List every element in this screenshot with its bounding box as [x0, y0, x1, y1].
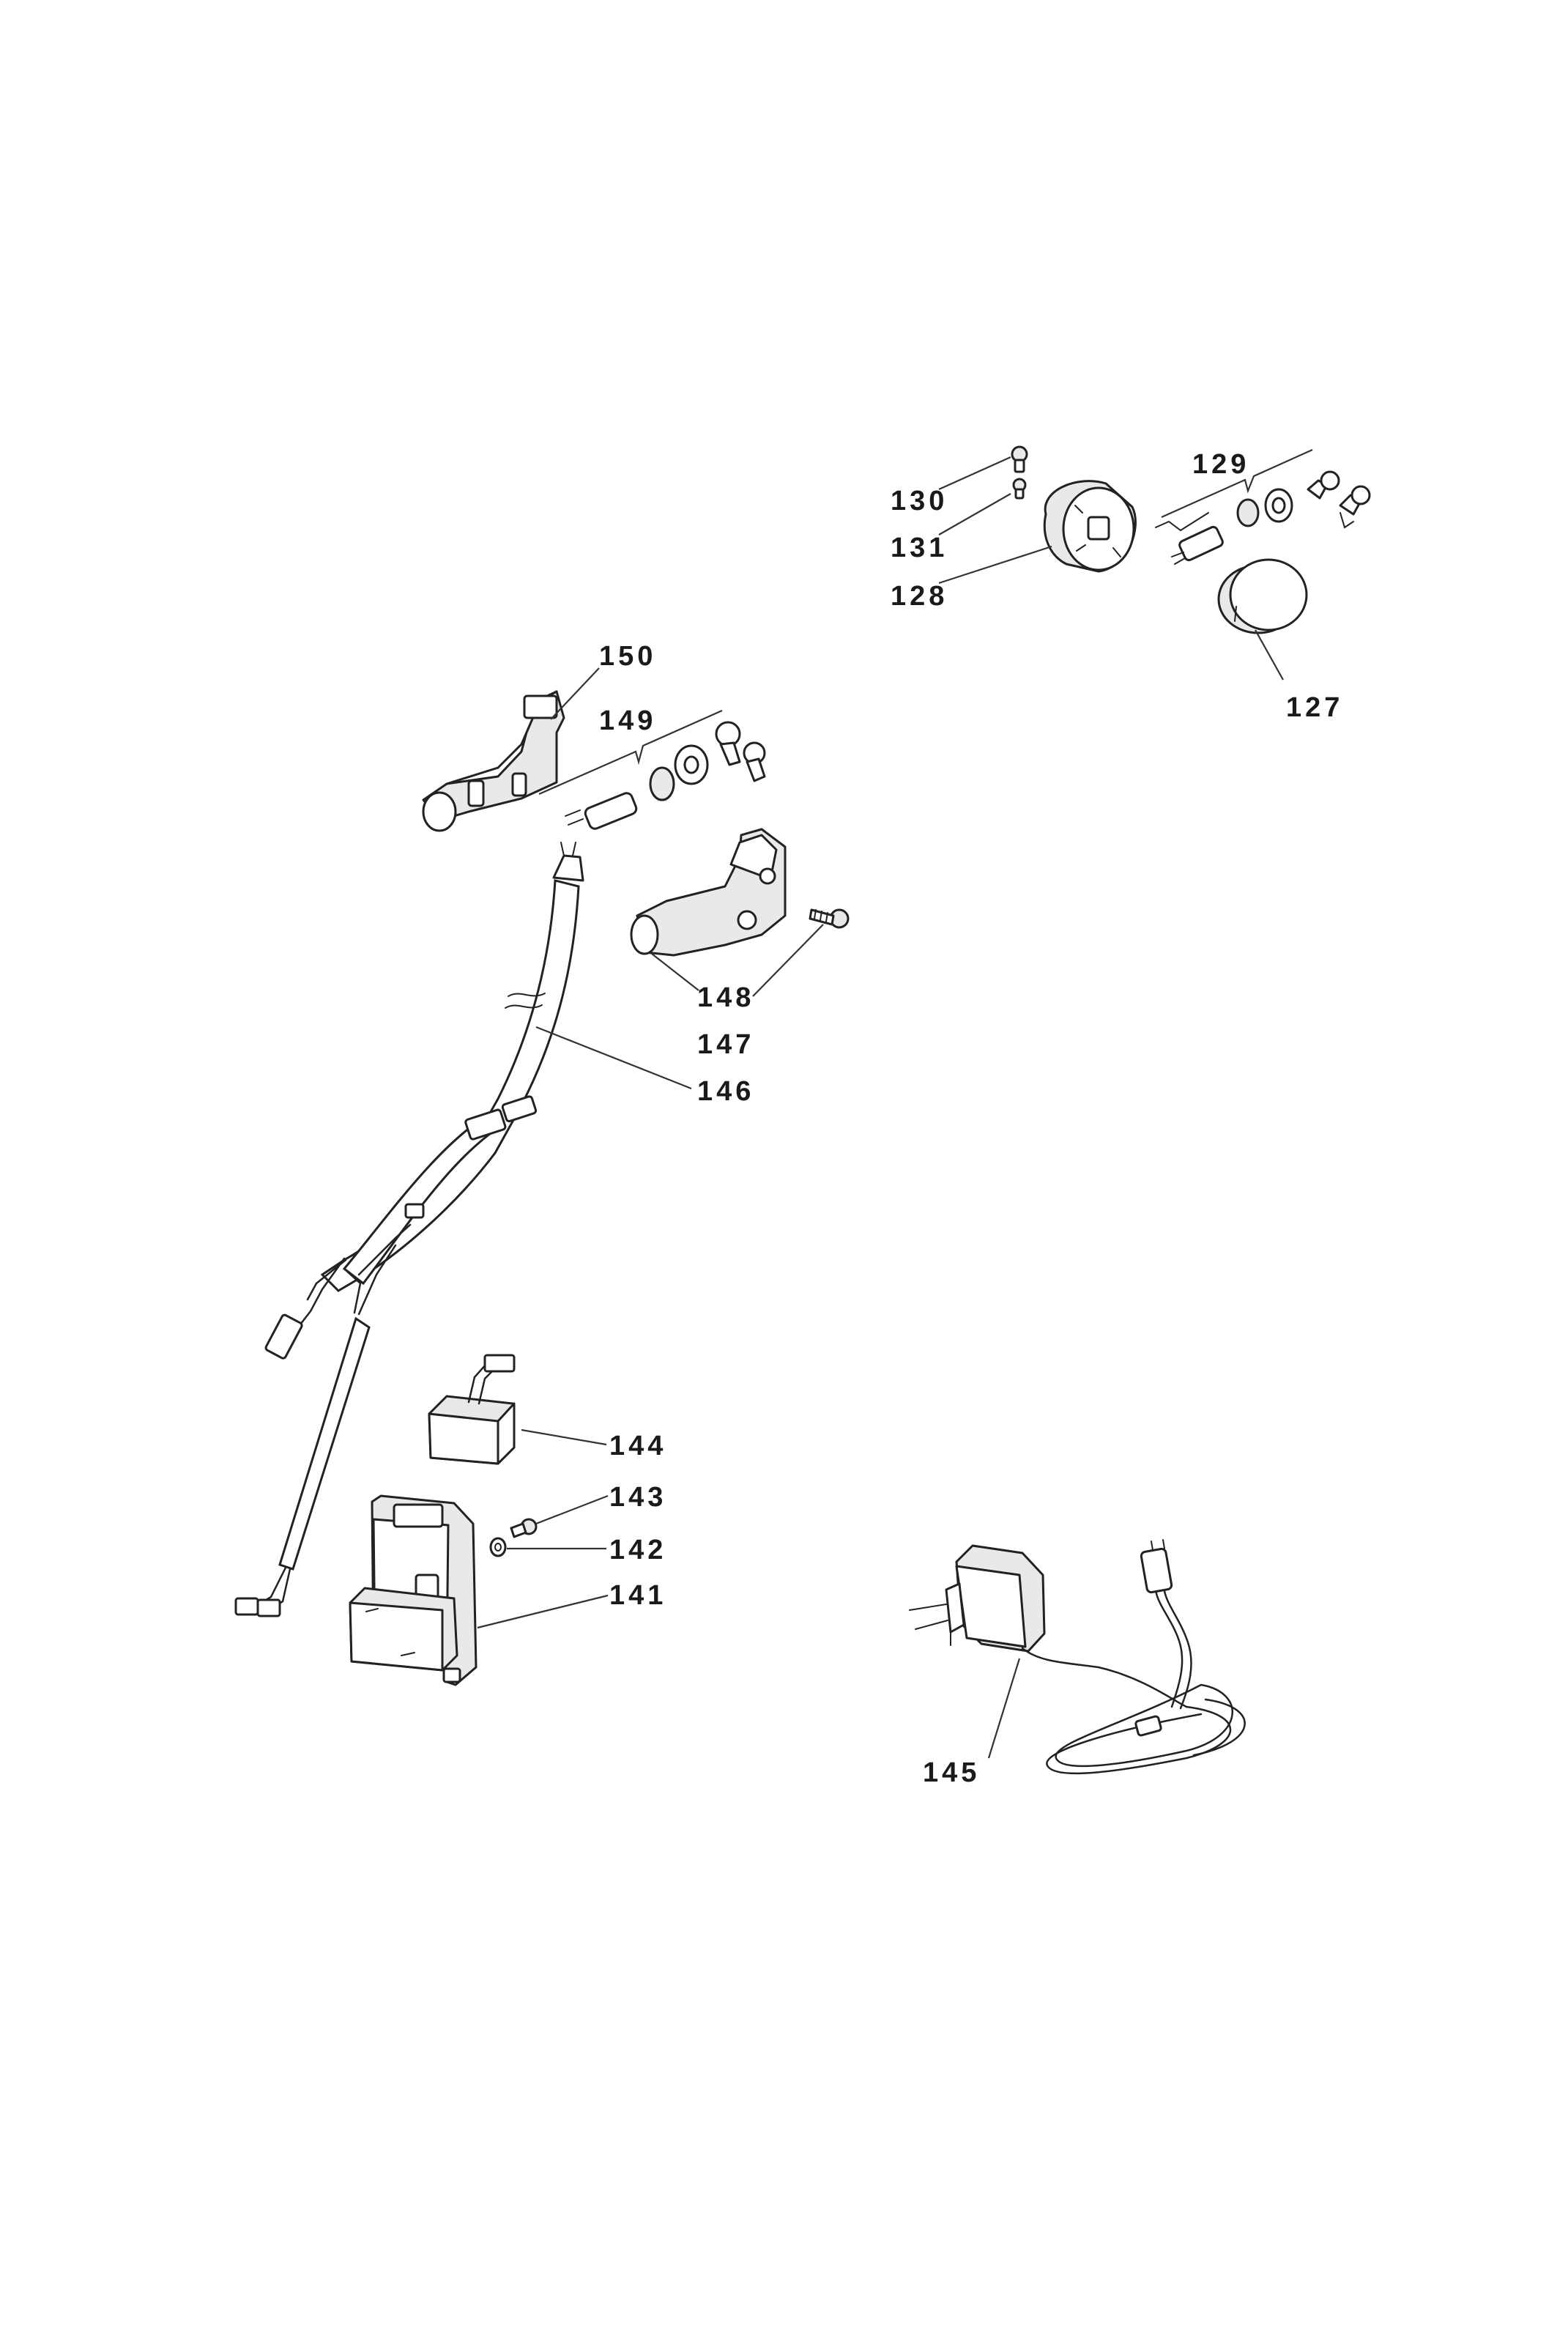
screw-143 — [510, 1518, 538, 1538]
label-127: 127 — [1286, 692, 1343, 723]
battery-144 — [428, 1354, 516, 1465]
label-147: 147 — [697, 1029, 754, 1060]
label-148: 148 — [697, 982, 754, 1013]
battery-box-141 — [349, 1494, 478, 1686]
bracket-129 — [1161, 448, 1313, 519]
label-143: 143 — [609, 1482, 666, 1513]
switch-housing-128 — [1043, 480, 1137, 573]
washer-142 — [489, 1537, 507, 1557]
label-145: 145 — [923, 1757, 980, 1788]
label-142: 142 — [609, 1535, 666, 1565]
charger-145 — [909, 1539, 1246, 1775]
screw-148 — [809, 908, 850, 929]
switch-bracket-150 — [422, 690, 565, 832]
label-149: 149 — [599, 705, 656, 736]
fastener-screw-130 — [1011, 445, 1028, 473]
key-switch-149 — [565, 721, 766, 830]
label-141: 141 — [609, 1580, 666, 1611]
label-131: 131 — [891, 533, 948, 563]
fastener-screw-131 — [1012, 478, 1027, 500]
label-129: 129 — [1192, 449, 1249, 480]
mount-bracket-147 — [630, 828, 787, 957]
ignition-key-switch-129 — [1155, 470, 1371, 565]
switch-cap-127 — [1217, 558, 1308, 634]
label-128: 128 — [891, 581, 948, 612]
label-144: 144 — [609, 1431, 666, 1461]
label-146: 146 — [697, 1076, 754, 1107]
label-150: 150 — [599, 641, 656, 672]
label-130: 130 — [891, 486, 948, 516]
bracket-149 — [538, 709, 723, 796]
wiring-harness-146 — [234, 842, 584, 1617]
